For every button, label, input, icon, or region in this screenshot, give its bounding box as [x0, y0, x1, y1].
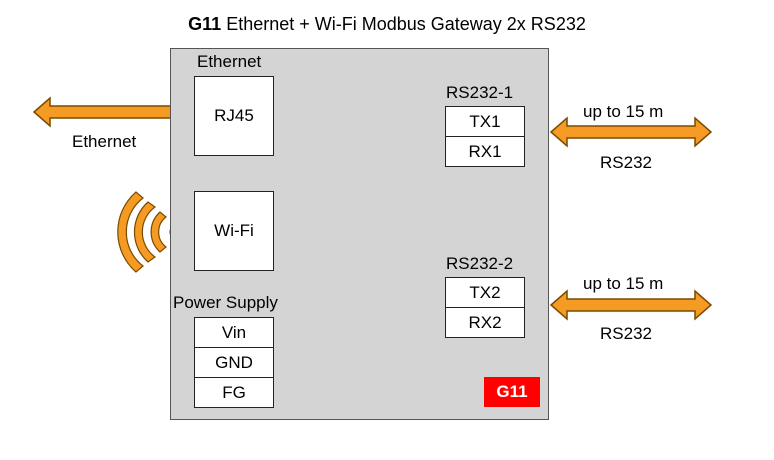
ethernet-section-label: Ethernet [197, 52, 262, 71]
rs232-1-cable-label: RS232 [600, 153, 652, 172]
ethernet-cable-label: Ethernet [72, 132, 137, 151]
rs232-1-arrow [549, 116, 713, 148]
rs232-2-label: RS232-2 [446, 254, 514, 273]
title-model: G11 [188, 14, 222, 34]
rs232-1-pin-rx: RX1 [445, 136, 525, 167]
power-supply-label: Power Supply [173, 293, 278, 312]
rs232-2-arrow [549, 289, 713, 321]
power-pin-fg: FG [194, 377, 274, 408]
rj45-port: RJ45 [194, 76, 274, 156]
rs232-2-cable-label: RS232 [600, 324, 652, 343]
rs232-2-distance: up to 15 m [583, 274, 664, 293]
wifi-module: Wi-Fi [194, 191, 274, 271]
power-pin-vin: Vin [194, 317, 274, 348]
rs232-1-distance: up to 15 m [583, 102, 664, 121]
power-pin-gnd: GND [194, 347, 274, 378]
model-badge: G11 [484, 377, 540, 407]
rs232-1-label: RS232-1 [446, 83, 514, 102]
title-text: Ethernet + Wi-Fi Modbus Gateway 2x RS232 [226, 14, 586, 34]
rs232-1-pin-tx: TX1 [445, 106, 525, 137]
rs232-2-pin-rx: RX2 [445, 307, 525, 338]
rs232-2-pin-tx: TX2 [445, 277, 525, 308]
diagram-title: G11 Ethernet + Wi-Fi Modbus Gateway 2x R… [0, 14, 774, 35]
